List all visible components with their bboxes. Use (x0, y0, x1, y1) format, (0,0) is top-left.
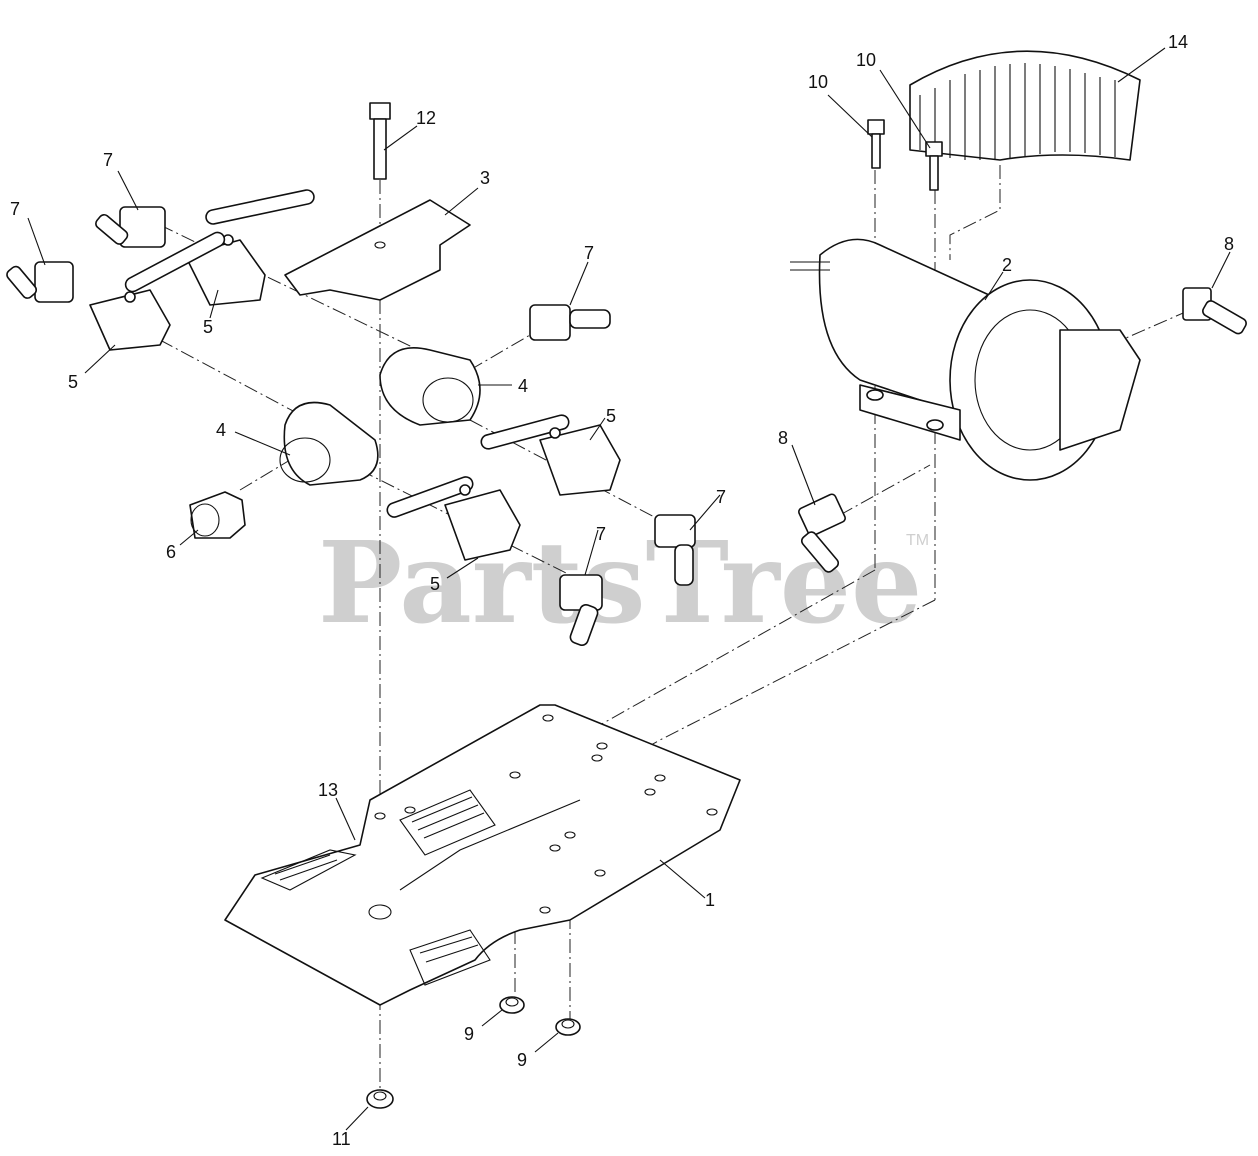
callout-3: 3 (480, 168, 490, 188)
elbow-fitting-8-left (798, 493, 846, 573)
nipple-6 (189, 491, 246, 539)
callout-5-center: 5 (430, 574, 440, 594)
callout-6: 6 (166, 542, 176, 562)
elbow-7-far-left (6, 261, 74, 303)
ball-valve-5-center (386, 476, 521, 561)
callout-7-far-left: 7 (10, 199, 20, 219)
callout-12: 12 (416, 108, 436, 128)
elbow-7-upper-left (95, 206, 166, 248)
callout-10-left: 10 (808, 72, 828, 92)
heat-sink-shroud (909, 50, 1141, 161)
pump-motor (790, 238, 1141, 481)
callout-13: 13 (318, 780, 338, 800)
callout-7-upper-left: 7 (103, 150, 113, 170)
callout-14: 14 (1168, 32, 1188, 52)
flange-nut-9-right (555, 1018, 581, 1036)
bolt-12 (369, 102, 391, 180)
leader-lines (27, 47, 1231, 1131)
flange-nut-9-left (499, 996, 525, 1014)
tee-fitting-4-upper (379, 346, 481, 426)
flange-nut-11 (366, 1089, 394, 1109)
plate-decal-left (260, 849, 357, 891)
callout-labels: 14 10 10 12 3 7 7 7 7 7 2 8 8 5 5 5 5 4 … (10, 32, 1234, 1149)
callout-11: 11 (332, 1129, 351, 1149)
plate-decal-center (399, 789, 496, 856)
elbow-fitting-8-right (1182, 287, 1247, 335)
bolt-10-left (867, 119, 885, 169)
watermark-trademark: TM (906, 532, 929, 549)
callout-7-center-right: 7 (584, 243, 594, 263)
ball-valve-5-upper (184, 189, 315, 306)
elbow-7-bottom (559, 574, 603, 646)
callout-1: 1 (705, 890, 715, 910)
callout-8-right: 8 (1224, 234, 1234, 254)
tee-fitting-4-lower (279, 401, 379, 486)
callout-4-lower: 4 (216, 420, 226, 440)
watermark-text: PartsTree (318, 518, 922, 649)
callout-5-upper: 5 (203, 317, 213, 337)
callout-4-upper: 4 (518, 376, 528, 396)
mounting-plate (224, 704, 741, 1006)
elbow-7-lower-right (654, 514, 696, 586)
ball-valve-5-right (480, 414, 621, 496)
bolt-10-right (925, 141, 943, 191)
callout-10-right: 10 (856, 50, 876, 70)
callout-7-lower-right: 7 (716, 487, 726, 507)
callout-2: 2 (1002, 255, 1012, 275)
callout-5-right: 5 (606, 406, 616, 426)
elbow-7-center-right (529, 304, 611, 341)
callout-7-bottom: 7 (596, 524, 606, 544)
callout-5-left: 5 (68, 372, 78, 392)
plate-holes (368, 714, 718, 920)
ball-valve-5-left (89, 231, 226, 351)
bracket-3 (284, 199, 471, 301)
plate-decal-lower (409, 929, 491, 986)
callout-9-right: 9 (517, 1050, 527, 1070)
callout-8-left: 8 (778, 428, 788, 448)
callout-9-left: 9 (464, 1024, 474, 1044)
